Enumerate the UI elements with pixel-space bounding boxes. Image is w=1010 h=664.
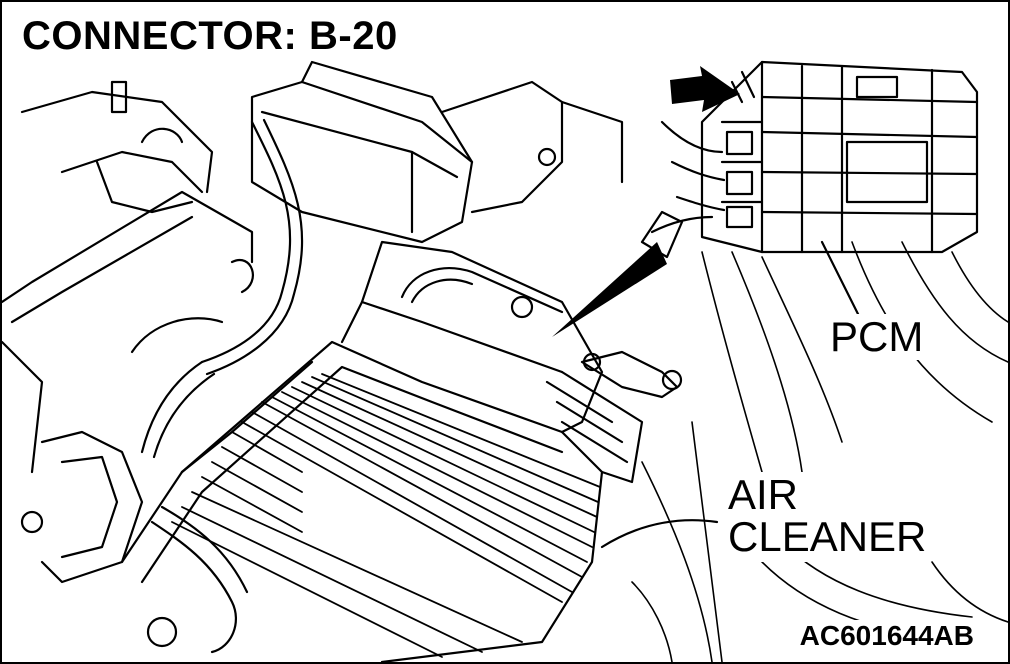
intake-duct [20,430,249,654]
battery-outline [2,80,254,474]
fender-lines [631,241,1008,662]
air-cleaner-label-line2: CLEANER [728,513,927,560]
air-cleaner-ribs [171,373,601,658]
connector-arrow [670,66,740,112]
pcm-harness [640,70,756,259]
pcm-leader-line [820,240,864,324]
wiring-harness [130,118,304,459]
pcm-label: PCM [826,314,928,360]
diagram-title: CONNECTOR: B-20 [22,16,404,58]
air-cleaner-label-line1: AIR [728,471,799,518]
air-cleaner-label: AIR CLEANER [722,471,931,562]
figure-code: AC601644AB [795,620,978,652]
connector-pointer-wedge [552,242,667,337]
air-cleaner-leader-line [600,519,719,549]
pcm-unit [700,60,979,254]
air-cleaner-housing [120,240,683,662]
fuse-box-outline [250,60,624,244]
